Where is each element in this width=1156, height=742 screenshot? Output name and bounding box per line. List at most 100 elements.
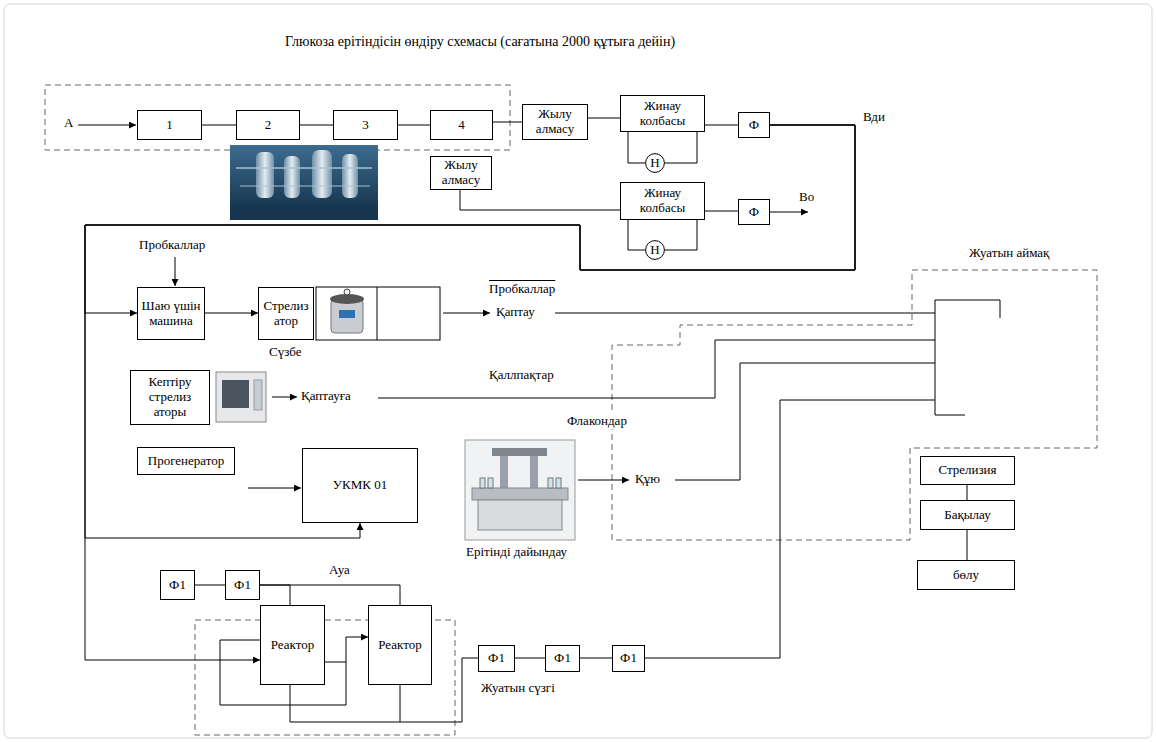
- process-box: 4: [430, 110, 493, 140]
- unit-box: УКМК 01: [302, 448, 418, 523]
- dashed-group: [45, 85, 510, 150]
- node-text: Ф1: [554, 651, 571, 666]
- machine-table: [472, 488, 568, 500]
- connector: [628, 220, 645, 250]
- circle-shape: [646, 154, 665, 173]
- heat-exchanger-box: Жылу алмасу: [522, 104, 588, 140]
- reactor-box: Реактор: [368, 605, 432, 685]
- text-label: А: [63, 116, 74, 131]
- node-text: Жылу алмасу: [434, 158, 488, 188]
- node-text: Реактор: [378, 638, 421, 653]
- filling-machine-picture: [465, 440, 575, 540]
- diagram-title: Глюкоза ерітіндісін өндіру схемасы (саға…: [285, 34, 675, 50]
- process-box: 1: [137, 110, 202, 140]
- node-text: Жинау колбасы: [624, 99, 701, 129]
- connector: [515, 658, 545, 659]
- connector: [705, 125, 738, 126]
- text-label: Пробкаллар: [488, 282, 556, 297]
- pump-circle: Н: [645, 153, 665, 173]
- node-text: 1: [166, 118, 173, 133]
- machine-column: [530, 452, 538, 490]
- bottle: [556, 478, 561, 488]
- node-text: Прогенератор: [148, 454, 225, 469]
- connector: [260, 585, 400, 605]
- collector: [935, 300, 1000, 415]
- feed-line: [378, 340, 935, 398]
- pump-circle: Н: [645, 240, 665, 260]
- dryer-box: Кептіру стрелиз аторы: [130, 370, 210, 425]
- flow-arrow: [78, 125, 136, 126]
- connector: [195, 585, 225, 586]
- pipe: [240, 186, 370, 187]
- node-text: 2: [265, 118, 272, 133]
- process-box: 3: [333, 110, 398, 140]
- dryer-picture: [216, 372, 266, 422]
- pipe: [236, 167, 372, 169]
- reactor-box: Реактор: [260, 605, 325, 685]
- filter-box: Ф1: [545, 645, 580, 672]
- generator-box: Прогенератор: [137, 447, 235, 475]
- text-label: Флакондар: [566, 414, 628, 429]
- filter-box: Ф: [738, 199, 770, 225]
- tank-photo: [230, 145, 378, 220]
- connector: [460, 190, 620, 210]
- machine-body: [478, 500, 562, 530]
- connector: [260, 585, 290, 605]
- text-label: Жуатын сүзгі: [480, 681, 556, 696]
- text-label: Ауа: [328, 563, 351, 578]
- connector: [967, 485, 968, 500]
- connector: [967, 530, 968, 560]
- collector-box: Жинау колбасы: [620, 95, 705, 132]
- dryer-panel: [254, 380, 262, 410]
- connector: [85, 125, 855, 538]
- text-label: Қаллпақтар: [488, 368, 555, 383]
- process-box: Бақылау: [920, 500, 1015, 530]
- node-text: Ф1: [169, 578, 186, 593]
- reactor-loop: [290, 685, 400, 722]
- flow-arrow: [248, 488, 301, 489]
- autoclave-label: [339, 310, 355, 318]
- connector: [202, 125, 236, 126]
- heat-exchanger-box: Жылу алмасу: [430, 156, 492, 190]
- washer-box: Шаю үшін машина: [137, 287, 205, 340]
- autoclave-body: [331, 299, 363, 333]
- node-text: Реактор: [271, 638, 314, 653]
- flow-arrow: [770, 212, 808, 213]
- machine-column: [500, 452, 508, 490]
- connector: [628, 132, 645, 163]
- text-label: Сүзбе: [268, 345, 303, 360]
- node-text: Стрелизия: [938, 463, 996, 478]
- node-text: УКМК 01: [333, 478, 387, 493]
- machine-ground: [465, 440, 575, 540]
- node-text: Ф1: [488, 651, 505, 666]
- tank: [256, 152, 274, 198]
- filter-box: Ф1: [478, 645, 515, 672]
- node-text: Стрелиз атор: [262, 299, 310, 329]
- equipment-divider: [377, 287, 378, 340]
- connector: [85, 125, 855, 313]
- node-text: Жылу алмасу: [526, 107, 584, 137]
- flow-arrow: [272, 397, 297, 398]
- node-text: 3: [362, 118, 369, 133]
- node-text: Жинау колбасы: [624, 186, 701, 216]
- node-text: Ф: [749, 118, 759, 133]
- node-text: 4: [458, 118, 465, 133]
- flow-arrow: [175, 257, 176, 286]
- connector: [705, 211, 738, 212]
- photo-floor: [230, 204, 378, 220]
- equipment-frame: [316, 287, 440, 340]
- text-label: Пробкаллар: [138, 238, 206, 253]
- node-text: Ф: [749, 205, 759, 220]
- machine-top: [492, 448, 547, 456]
- autoclave-gauge: [344, 289, 350, 295]
- connector: [85, 125, 855, 660]
- node-text: Кептіру стрелиз аторы: [134, 375, 206, 420]
- collector-box: Жинау колбасы: [620, 182, 705, 220]
- connector: [665, 220, 697, 250]
- feed-line: [645, 400, 935, 658]
- page-frame: [4, 4, 1152, 738]
- tank: [312, 150, 332, 198]
- filter-box: Ф1: [612, 645, 645, 672]
- text-label: Во: [798, 190, 815, 205]
